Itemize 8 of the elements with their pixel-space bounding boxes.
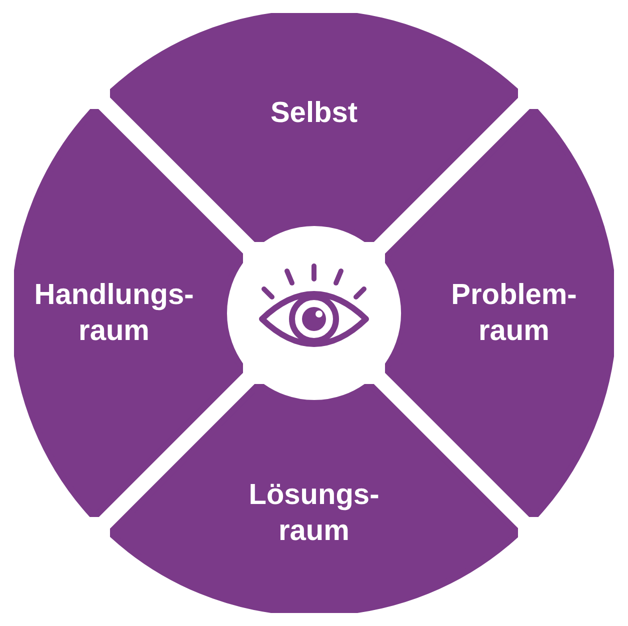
segment-label: Problem- raum [451,278,577,349]
segment-label: Selbst [270,96,358,131]
circle-segment [384,108,614,518]
circle-segment [14,108,244,518]
circle-segment [110,13,518,242]
segment-label: Handlungs- raum [34,278,194,349]
circle-segment [110,384,518,613]
segment-label: Lösungs- raum [248,478,380,549]
